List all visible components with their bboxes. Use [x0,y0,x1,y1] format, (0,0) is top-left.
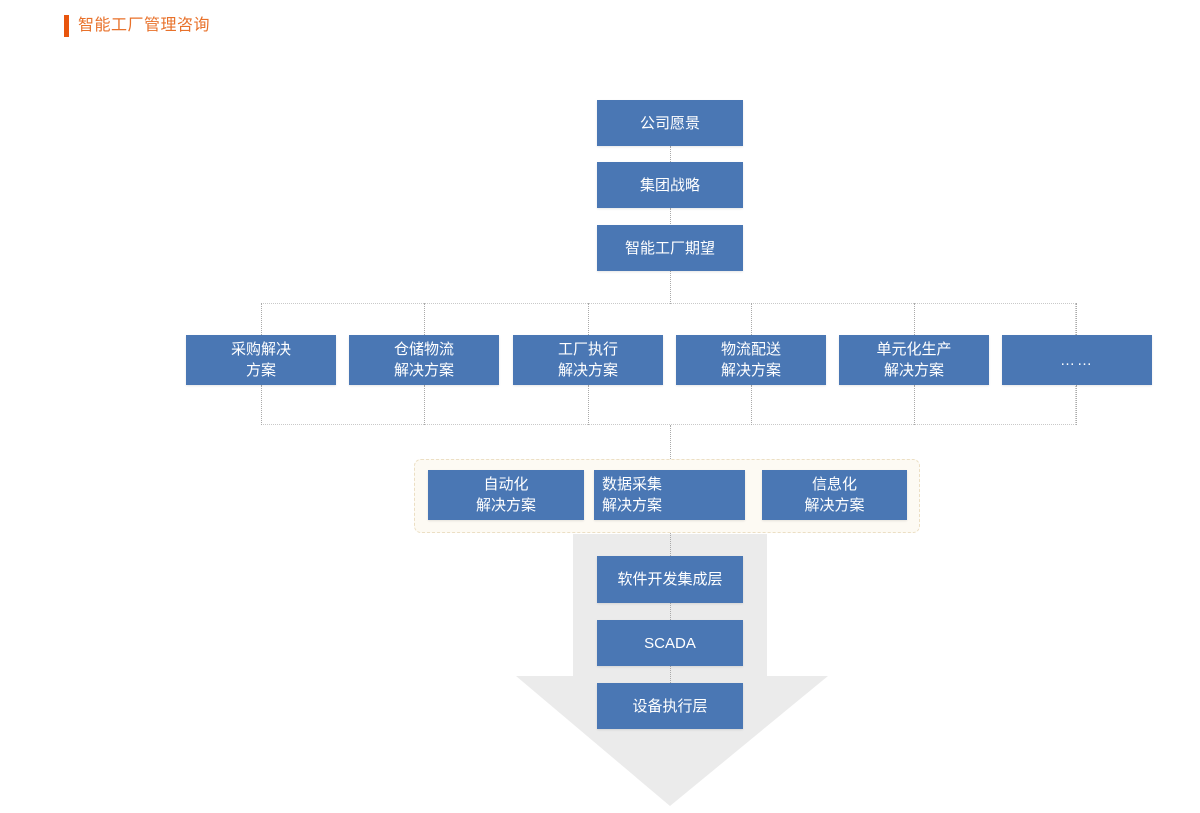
node-procurement-solution-label: 采购解决 方案 [230,341,291,379]
node-data-acquisition-solution-label: 数据采集 解决方案 [602,476,663,514]
node-software-integration-layer[interactable]: 软件开发集成层 [597,556,743,603]
node-equipment-execution-layer-label: 设备执行层 [632,697,708,715]
connector-stub-more-top [1076,303,1077,335]
connector-expect-to-group [670,271,671,304]
node-warehouse-logistics-solution-label: 仓储物流 解决方案 [393,341,454,379]
connector-group-to-enablers [670,425,671,459]
title-accent-bar [64,15,69,37]
node-procurement-solution[interactable]: 采购解决 方案 [186,335,336,385]
connector-strategy-to-expect [670,208,671,224]
node-software-integration-layer-label: 软件开发集成层 [617,571,723,588]
node-cellular-production-solution[interactable]: 单元化生产 解决方案 [839,335,989,385]
node-more-solutions[interactable]: …… [1002,335,1152,385]
connector-stub-procurement-bottom [261,385,262,425]
node-vision[interactable]: 公司愿景 [597,100,743,146]
node-scada[interactable]: SCADA [597,620,743,666]
connector-stub-factory-bottom [588,385,589,425]
page-title: 智能工厂管理咨询 [64,15,210,37]
connector-vision-to-strategy [670,146,671,162]
node-smart-factory-expectation-label: 智能工厂期望 [624,239,715,257]
connector-stub-warehouse-bottom [424,385,425,425]
node-automation-solution[interactable]: 自动化 解决方案 [428,470,584,520]
node-scada-label: SCADA [644,634,696,652]
connector-stub-cellular-bottom [914,385,915,425]
connector-stub-distribution-bottom [751,385,752,425]
node-logistics-distribution-solution-label: 物流配送 解决方案 [720,341,781,379]
node-logistics-distribution-solution[interactable]: 物流配送 解决方案 [676,335,826,385]
connector-stub-distribution-top [751,303,752,335]
node-informatization-solution[interactable]: 信息化 解决方案 [762,470,907,520]
connector-scada-to-equipment [670,666,671,683]
node-factory-execution-solution[interactable]: 工厂执行 解决方案 [513,335,663,385]
node-vision-label: 公司愿景 [639,114,700,132]
node-cellular-production-solution-label: 单元化生产 解决方案 [876,341,952,379]
node-group-strategy-label: 集团战略 [639,176,700,194]
node-factory-execution-solution-label: 工厂执行 解决方案 [557,341,618,379]
connector-stub-factory-top [588,303,589,335]
connector-stub-more-bottom [1076,385,1077,425]
connector-stub-cellular-top [914,303,915,335]
connector-software-to-scada [670,603,671,620]
node-group-strategy[interactable]: 集团战略 [597,162,743,208]
connector-stub-warehouse-top [424,303,425,335]
connector-stub-procurement-top [261,303,262,335]
node-automation-solution-label: 自动化 解决方案 [475,476,536,514]
node-informatization-solution-label: 信息化 解决方案 [804,476,865,514]
node-equipment-execution-layer[interactable]: 设备执行层 [597,683,743,729]
node-data-acquisition-solution[interactable]: 数据采集 解决方案 [594,470,745,520]
node-warehouse-logistics-solution[interactable]: 仓储物流 解决方案 [349,335,499,385]
node-smart-factory-expectation[interactable]: 智能工厂期望 [597,225,743,271]
node-more-solutions-label: …… [1060,351,1094,369]
page-title-text: 智能工厂管理咨询 [78,17,211,34]
connector-enablers-to-stack [670,533,671,556]
